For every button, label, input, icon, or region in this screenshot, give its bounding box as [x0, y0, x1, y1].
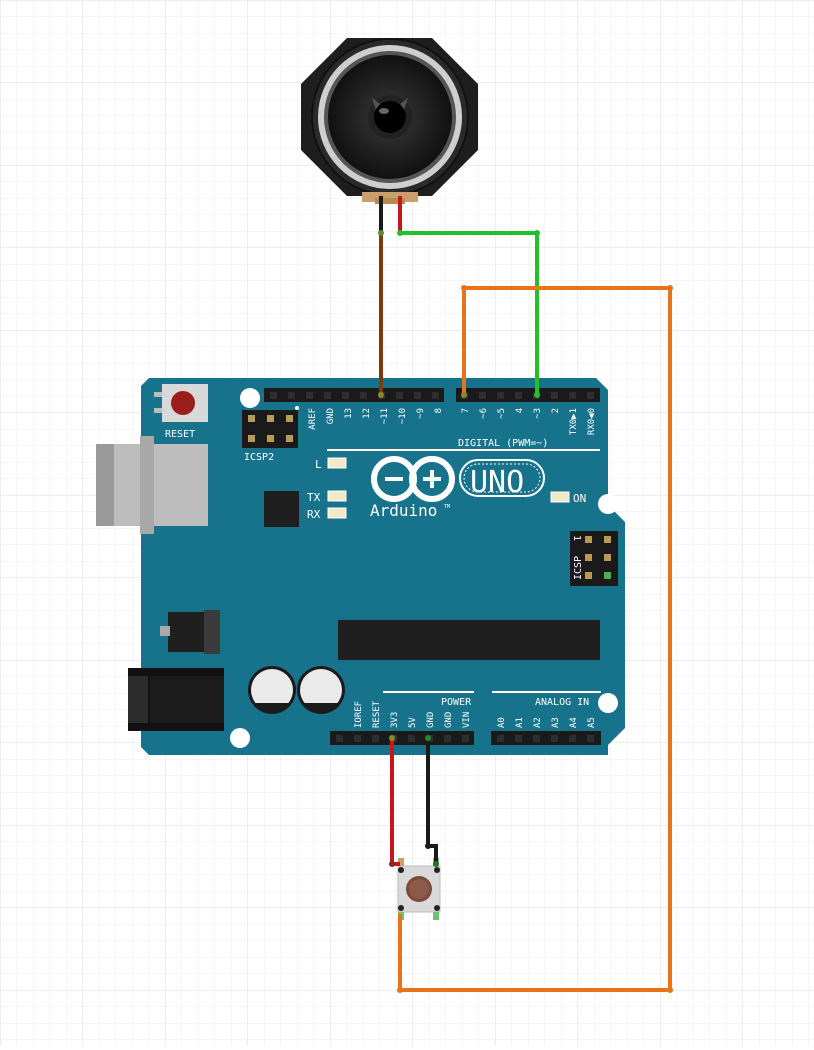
header-pin-hole[interactable] [479, 392, 486, 399]
pin-label: ~9 [416, 408, 426, 419]
pin-label: RX0◀0 [587, 408, 597, 435]
header-pin-hole[interactable] [515, 392, 522, 399]
analog-label: ANALOG IN [535, 697, 589, 708]
pin-label: GND [444, 712, 454, 728]
speaker-icon[interactable] [301, 38, 478, 204]
led-l-label: L [315, 458, 322, 471]
pin-label: RESET [372, 700, 382, 728]
usb-chip [264, 491, 299, 527]
icsp2-header [242, 406, 299, 448]
header-pin-hole[interactable] [342, 392, 349, 399]
reset-button[interactable] [154, 384, 208, 422]
pin-label: 13 [344, 408, 354, 419]
pin-label: ~6 [479, 408, 489, 419]
pin-label: 7 [461, 408, 471, 413]
header-pin-hole[interactable] [360, 392, 367, 399]
header-pin-hole[interactable] [336, 735, 343, 742]
pin-label: ~11 [380, 408, 390, 424]
pin-label: TX0▶1 [569, 408, 579, 435]
header-pin-hole[interactable] [497, 735, 504, 742]
header-pin-hole[interactable] [306, 392, 313, 399]
trademark-label: TM [444, 504, 450, 510]
header-pin-hole[interactable] [324, 392, 331, 399]
header-pin-hole[interactable] [408, 735, 415, 742]
pin-label: A2 [533, 717, 543, 728]
pin-label: AREF [308, 408, 318, 430]
atmega-chip [338, 620, 600, 660]
arduino-logo [371, 456, 545, 502]
led-on [550, 491, 570, 503]
header-pin-hole[interactable] [414, 392, 421, 399]
header-pin-hole[interactable] [533, 735, 540, 742]
header-pin-hole[interactable] [587, 392, 594, 399]
pin-label: 2 [551, 408, 561, 413]
icsp2-label: ICSP2 [244, 452, 274, 463]
icsp-pin1-label: 1 [571, 535, 582, 541]
capacitor-2 [297, 666, 345, 714]
header-pin-hole[interactable] [497, 392, 504, 399]
wire-speaker-to-pin3[interactable] [397, 196, 540, 398]
header-pin-hole[interactable] [354, 735, 361, 742]
header-pin-hole[interactable] [288, 392, 295, 399]
pin-label: IOREF [354, 701, 364, 728]
header-pin-hole[interactable] [444, 735, 451, 742]
pin-label: VIN [462, 712, 472, 728]
analog-header[interactable] [491, 731, 601, 745]
pin-label: GND [326, 408, 336, 424]
pushbutton-icon[interactable] [397, 858, 441, 920]
brand-label: Arduino [370, 501, 437, 520]
pin-label: 3V3 [390, 712, 400, 728]
header-pin-hole[interactable] [551, 392, 558, 399]
pin-label: A4 [569, 717, 579, 728]
wire-pin7-to-button[interactable] [397, 285, 673, 993]
capacitor-1 [248, 666, 296, 714]
header-pin-hole[interactable] [515, 735, 522, 742]
header-pin-hole[interactable] [569, 392, 576, 399]
header-pin-hole[interactable] [270, 392, 277, 399]
pin-label: ~5 [497, 408, 507, 419]
header-pin-hole[interactable] [587, 735, 594, 742]
pin-label: ~10 [398, 408, 408, 424]
header-pin-hole[interactable] [432, 392, 439, 399]
header-pin-hole[interactable] [569, 735, 576, 742]
wire-speaker-to-pin11[interactable] [378, 196, 384, 398]
digital-header-right[interactable] [456, 388, 600, 402]
header-pin-hole[interactable] [396, 392, 403, 399]
pin-label: GND [426, 712, 436, 728]
dc-power-jack [128, 668, 224, 731]
model-label: UNO [470, 465, 524, 500]
digital-label: DIGITAL (PWM=~) [458, 438, 548, 449]
power-label: POWER [441, 697, 472, 708]
pin-label: 5V [408, 717, 418, 728]
led-on-label: ON [573, 492, 586, 505]
pin-label: 4 [515, 408, 525, 413]
pin-label: A3 [551, 717, 561, 728]
pin-label: A0 [497, 717, 507, 728]
led-l [327, 457, 347, 469]
voltage-regulator [160, 610, 220, 654]
pin-label: A1 [515, 717, 525, 728]
led-tx [327, 490, 347, 502]
icsp-header [570, 531, 618, 586]
pin-label: 12 [362, 408, 372, 419]
wire-3v3-to-button[interactable] [389, 735, 400, 867]
pin-label: 8 [434, 408, 444, 413]
pin-label: A5 [587, 717, 597, 728]
led-rx-label: RX [307, 508, 321, 521]
pin-label: ~3 [533, 408, 543, 419]
icsp-label: ICSP [573, 556, 584, 580]
header-pin-hole[interactable] [372, 735, 379, 742]
power-header[interactable] [330, 731, 474, 745]
led-rx [327, 507, 347, 519]
digital-header-left[interactable] [264, 388, 444, 402]
led-tx-label: TX [307, 491, 321, 504]
wire-gnd-to-button[interactable] [425, 735, 439, 867]
reset-label: RESET [165, 429, 195, 440]
header-pin-hole[interactable] [551, 735, 558, 742]
header-pin-hole[interactable] [462, 735, 469, 742]
